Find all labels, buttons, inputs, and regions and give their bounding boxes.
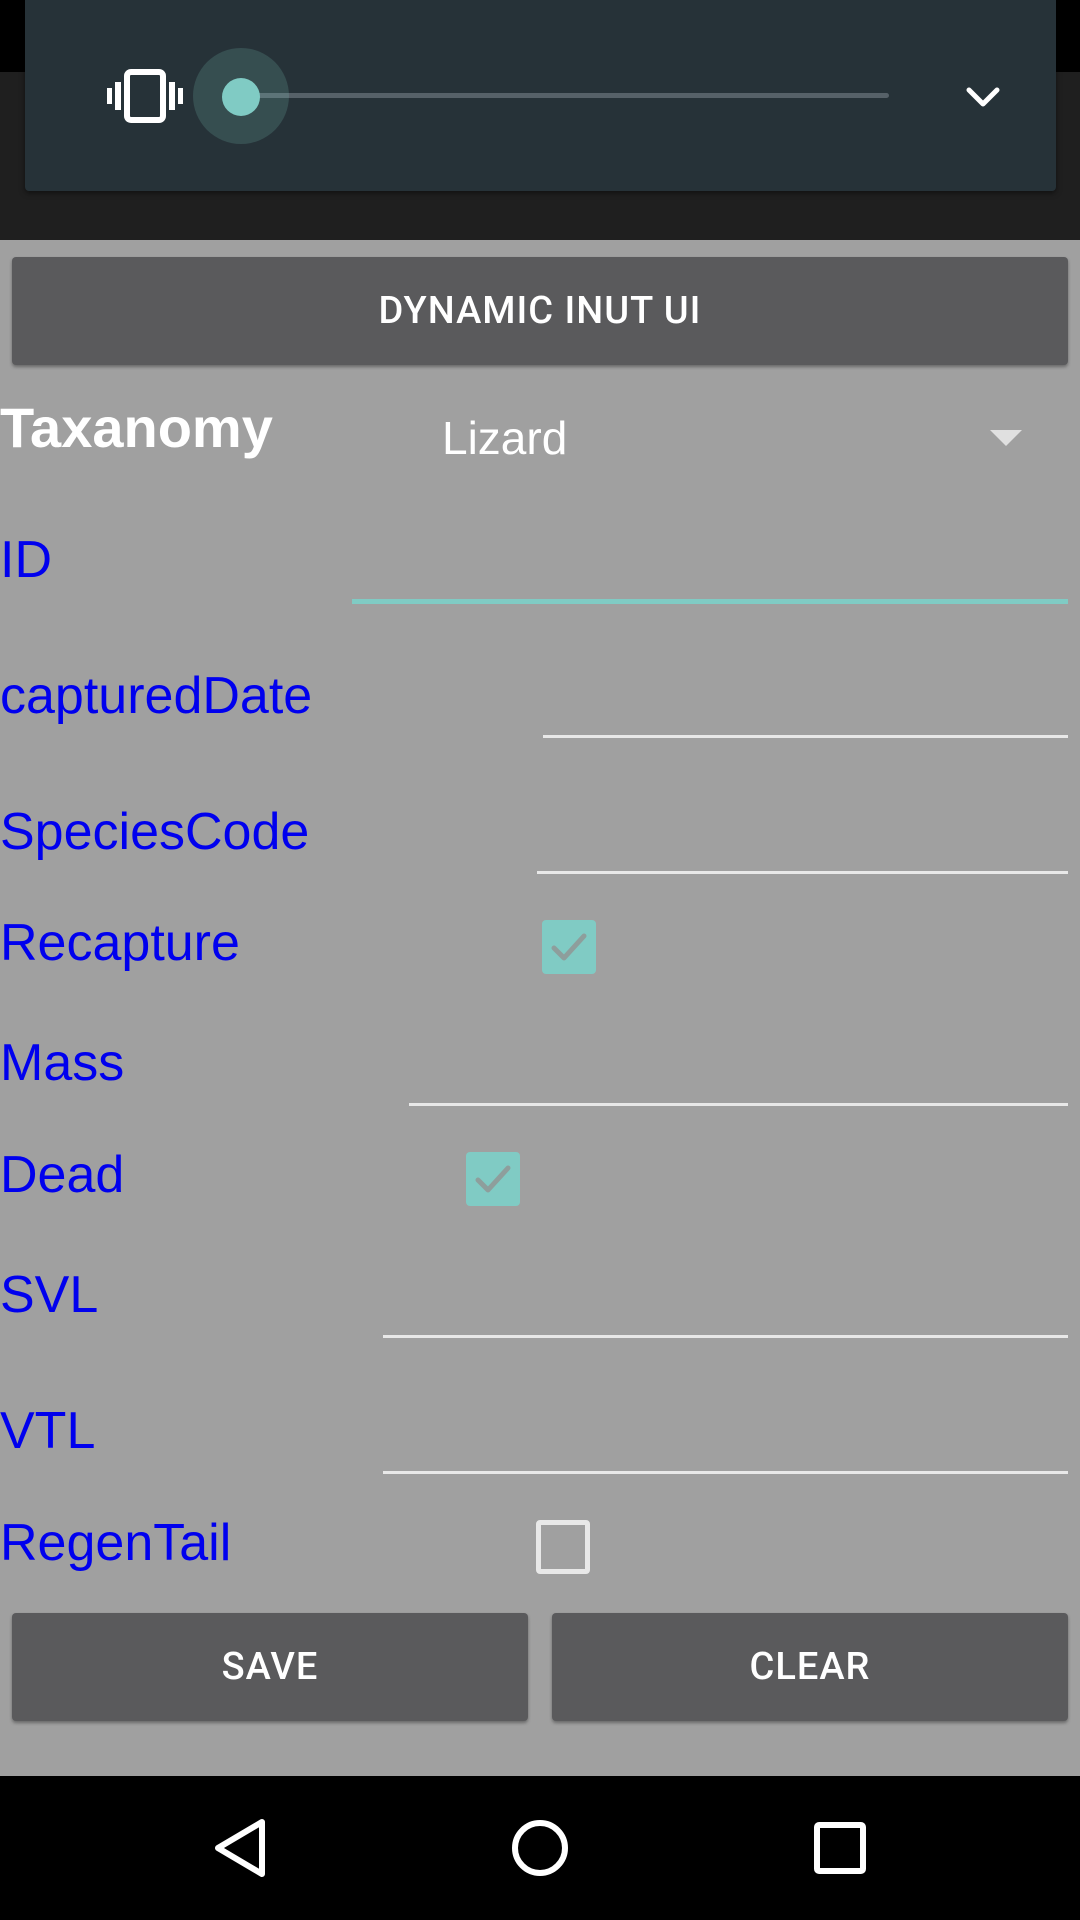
volume-slider-track[interactable] <box>241 93 889 98</box>
svl-label: SVL <box>0 1266 99 1324</box>
recents-square-icon[interactable] <box>810 1818 870 1878</box>
mass-label: Mass <box>0 1034 125 1092</box>
species-code-label: SpeciesCode <box>0 803 310 861</box>
checkmark-icon <box>551 933 587 961</box>
dropdown-arrow-icon[interactable] <box>990 430 1022 446</box>
id-label: ID <box>0 531 52 589</box>
chevron-down-icon[interactable] <box>963 82 1003 112</box>
taxonomy-spinner-value[interactable]: Lizard <box>442 412 568 464</box>
home-circle-icon[interactable] <box>510 1818 570 1878</box>
save-button[interactable]: SAVE <box>12 1613 528 1721</box>
volume-panel <box>25 0 1056 191</box>
vtl-input[interactable] <box>383 1471 1068 1474</box>
regen-tail-label: RegenTail <box>0 1514 232 1572</box>
captured-date-label: capturedDate <box>0 667 313 725</box>
recapture-checkbox[interactable] <box>542 920 596 974</box>
taxonomy-label: Taxanomy <box>0 396 273 459</box>
svl-input[interactable] <box>383 1335 1068 1338</box>
checkmark-icon <box>475 1165 511 1193</box>
species-code-input[interactable] <box>537 871 1068 874</box>
vtl-label: VTL <box>0 1402 96 1460</box>
id-input[interactable] <box>352 599 1068 604</box>
regen-tail-checkbox[interactable] <box>536 1520 590 1574</box>
dynamic-input-ui-button[interactable]: DYNAMIC INUT UI <box>12 257 1068 365</box>
clear-button[interactable]: CLEAR <box>552 1613 1068 1721</box>
vibrate-icon[interactable] <box>107 68 183 124</box>
back-triangle-icon[interactable] <box>212 1818 272 1878</box>
mass-input[interactable] <box>409 1103 1068 1106</box>
volume-slider-thumb[interactable] <box>222 78 260 116</box>
navigation-bar <box>0 1776 1080 1920</box>
dead-label: Dead <box>0 1146 125 1204</box>
dead-checkbox[interactable] <box>466 1152 520 1206</box>
captured-date-input[interactable] <box>543 735 1068 738</box>
recapture-label: Recapture <box>0 914 240 972</box>
